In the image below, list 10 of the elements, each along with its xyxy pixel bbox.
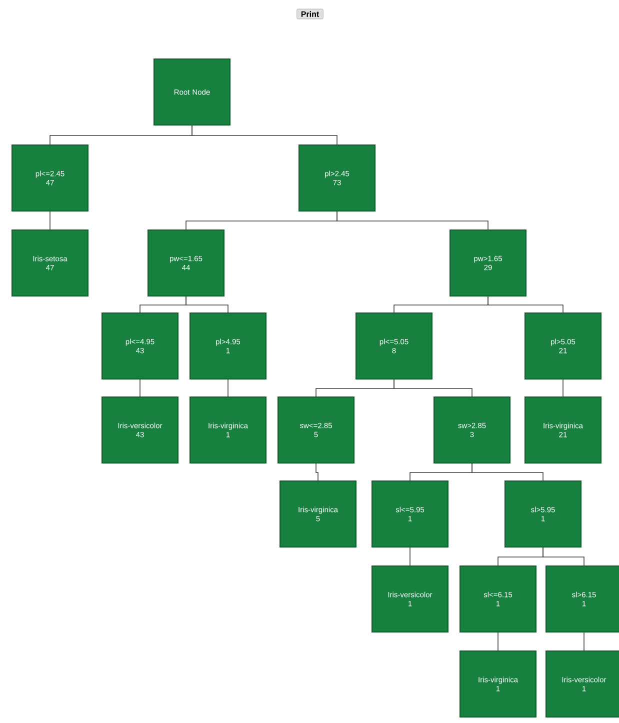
tree-connector	[336, 211, 488, 230]
tree-connector	[488, 296, 564, 313]
tree-connector	[472, 463, 544, 481]
tree-connector	[562, 379, 564, 397]
tree-connector	[192, 125, 338, 145]
tree-connector	[542, 547, 584, 566]
tree-connector	[394, 379, 472, 397]
tree-connector	[186, 296, 228, 313]
tree-connector	[316, 463, 318, 481]
print-button: Print	[296, 8, 324, 20]
